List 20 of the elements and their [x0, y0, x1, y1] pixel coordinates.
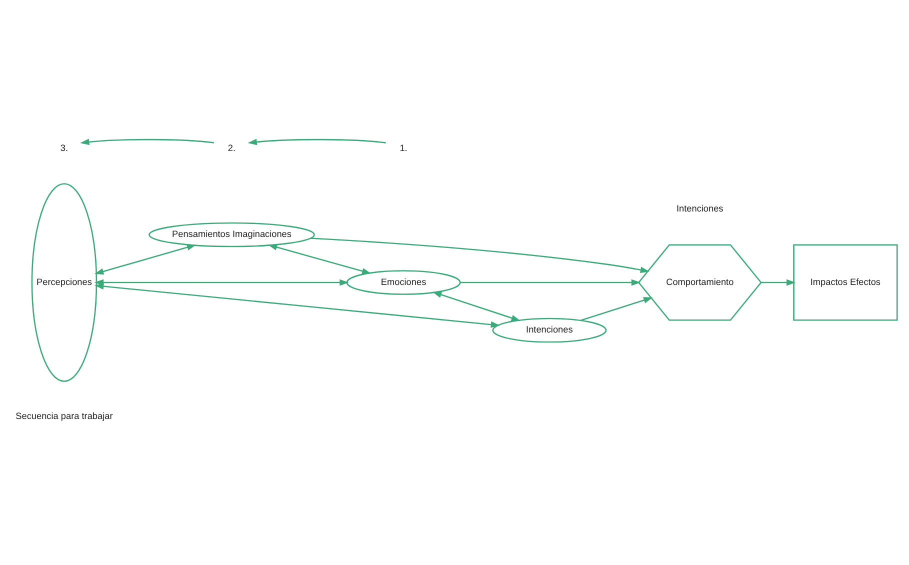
label: Intenciones [676, 204, 724, 214]
arrow [432, 292, 521, 322]
arrow [94, 244, 196, 275]
arrow [94, 283, 500, 328]
arrow [310, 238, 650, 274]
arrow [761, 279, 796, 286]
arrow [248, 138, 386, 146]
node-text: 3. [60, 142, 68, 153]
arrow [580, 297, 653, 322]
node-ellipse: Emociones [346, 270, 461, 295]
node-ellipse: Pensamientos Imaginaciones [148, 222, 315, 248]
node-ellipse: Intenciones [492, 318, 607, 343]
node-text: 2. [228, 142, 236, 153]
node-text: 1. [400, 142, 408, 153]
arrow [268, 244, 372, 274]
node-ellipse: Percepciones [31, 183, 98, 382]
arrow [460, 279, 641, 286]
arrow [80, 138, 214, 146]
label: Secuencia para trabajar [16, 411, 113, 422]
node-box: Impactos Efectos [793, 244, 898, 321]
